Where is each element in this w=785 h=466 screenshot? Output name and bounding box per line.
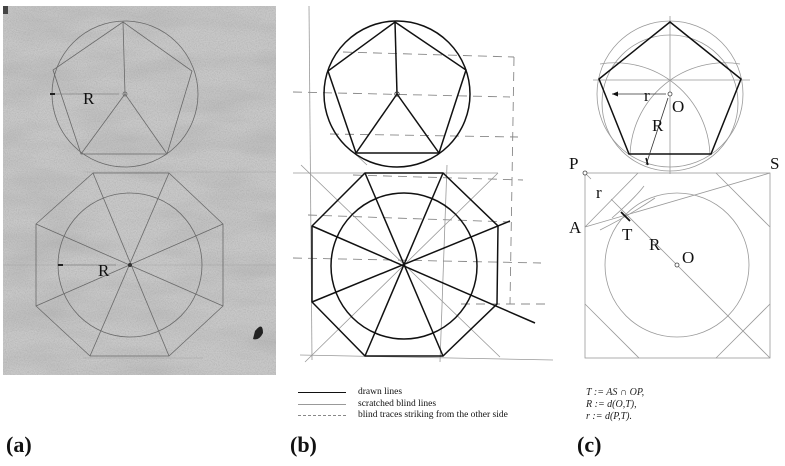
radius-label-R-top: R <box>652 116 664 135</box>
solid-thin-line-swatch <box>298 403 346 405</box>
legend-item-blind: blind traces striking from the other sid… <box>298 410 508 422</box>
legend-label: scratched blind lines <box>358 398 437 409</box>
pentagon <box>598 21 742 155</box>
formula-t: T := AS ∩ OP, <box>586 387 645 398</box>
panel-label-a: (a) <box>6 432 32 457</box>
point-label-p: P <box>569 154 578 173</box>
legend-item-scratched: scratched blind lines <box>298 399 508 411</box>
construction-diagram: r O R P S r A T R O <box>569 16 779 359</box>
point-label-t: T <box>622 225 633 244</box>
blind-traces <box>292 51 547 305</box>
construction-lines <box>584 16 771 359</box>
photo-panel-a: R R <box>3 6 276 375</box>
legend-item-drawn: drawn lines <box>298 387 508 399</box>
point-label-a: A <box>569 218 582 237</box>
formula-R: R := d(O,T), <box>586 399 637 410</box>
construction-drawing <box>292 5 554 363</box>
panel-label-c: (c) <box>577 432 602 457</box>
legend-label: blind traces striking from the other sid… <box>358 410 508 420</box>
legend: drawn lines scratched blind lines blind … <box>298 387 508 422</box>
formula-r: r := d(P,T). <box>586 411 633 422</box>
construction-panel-c: r O R P S r A T R O <box>560 0 785 375</box>
dashed-line-swatch <box>298 415 346 417</box>
radius-label-top: R <box>83 89 95 108</box>
drawn-lines <box>311 20 536 357</box>
point-label-s: S <box>770 154 779 173</box>
radius-label-r-bottom: r <box>596 183 602 202</box>
point-label-o-bottom: O <box>682 248 694 267</box>
radius-label-R-bottom: R <box>649 235 661 254</box>
ink-spot <box>253 326 263 340</box>
definitions: T := AS ∩ OP, R := d(O,T), r := d(P,T). <box>586 387 644 423</box>
point-label-o-top: O <box>672 97 684 116</box>
drawing-panel-b <box>285 0 555 372</box>
legend-label: drawn lines <box>358 387 403 397</box>
photo-scratched-surface: R R <box>3 6 276 375</box>
radius-label-bottom: R <box>98 261 110 280</box>
radius-label-r-top: r <box>644 86 650 105</box>
panel-label-b: (b) <box>290 432 317 457</box>
solid-thick-line-swatch <box>298 392 346 394</box>
